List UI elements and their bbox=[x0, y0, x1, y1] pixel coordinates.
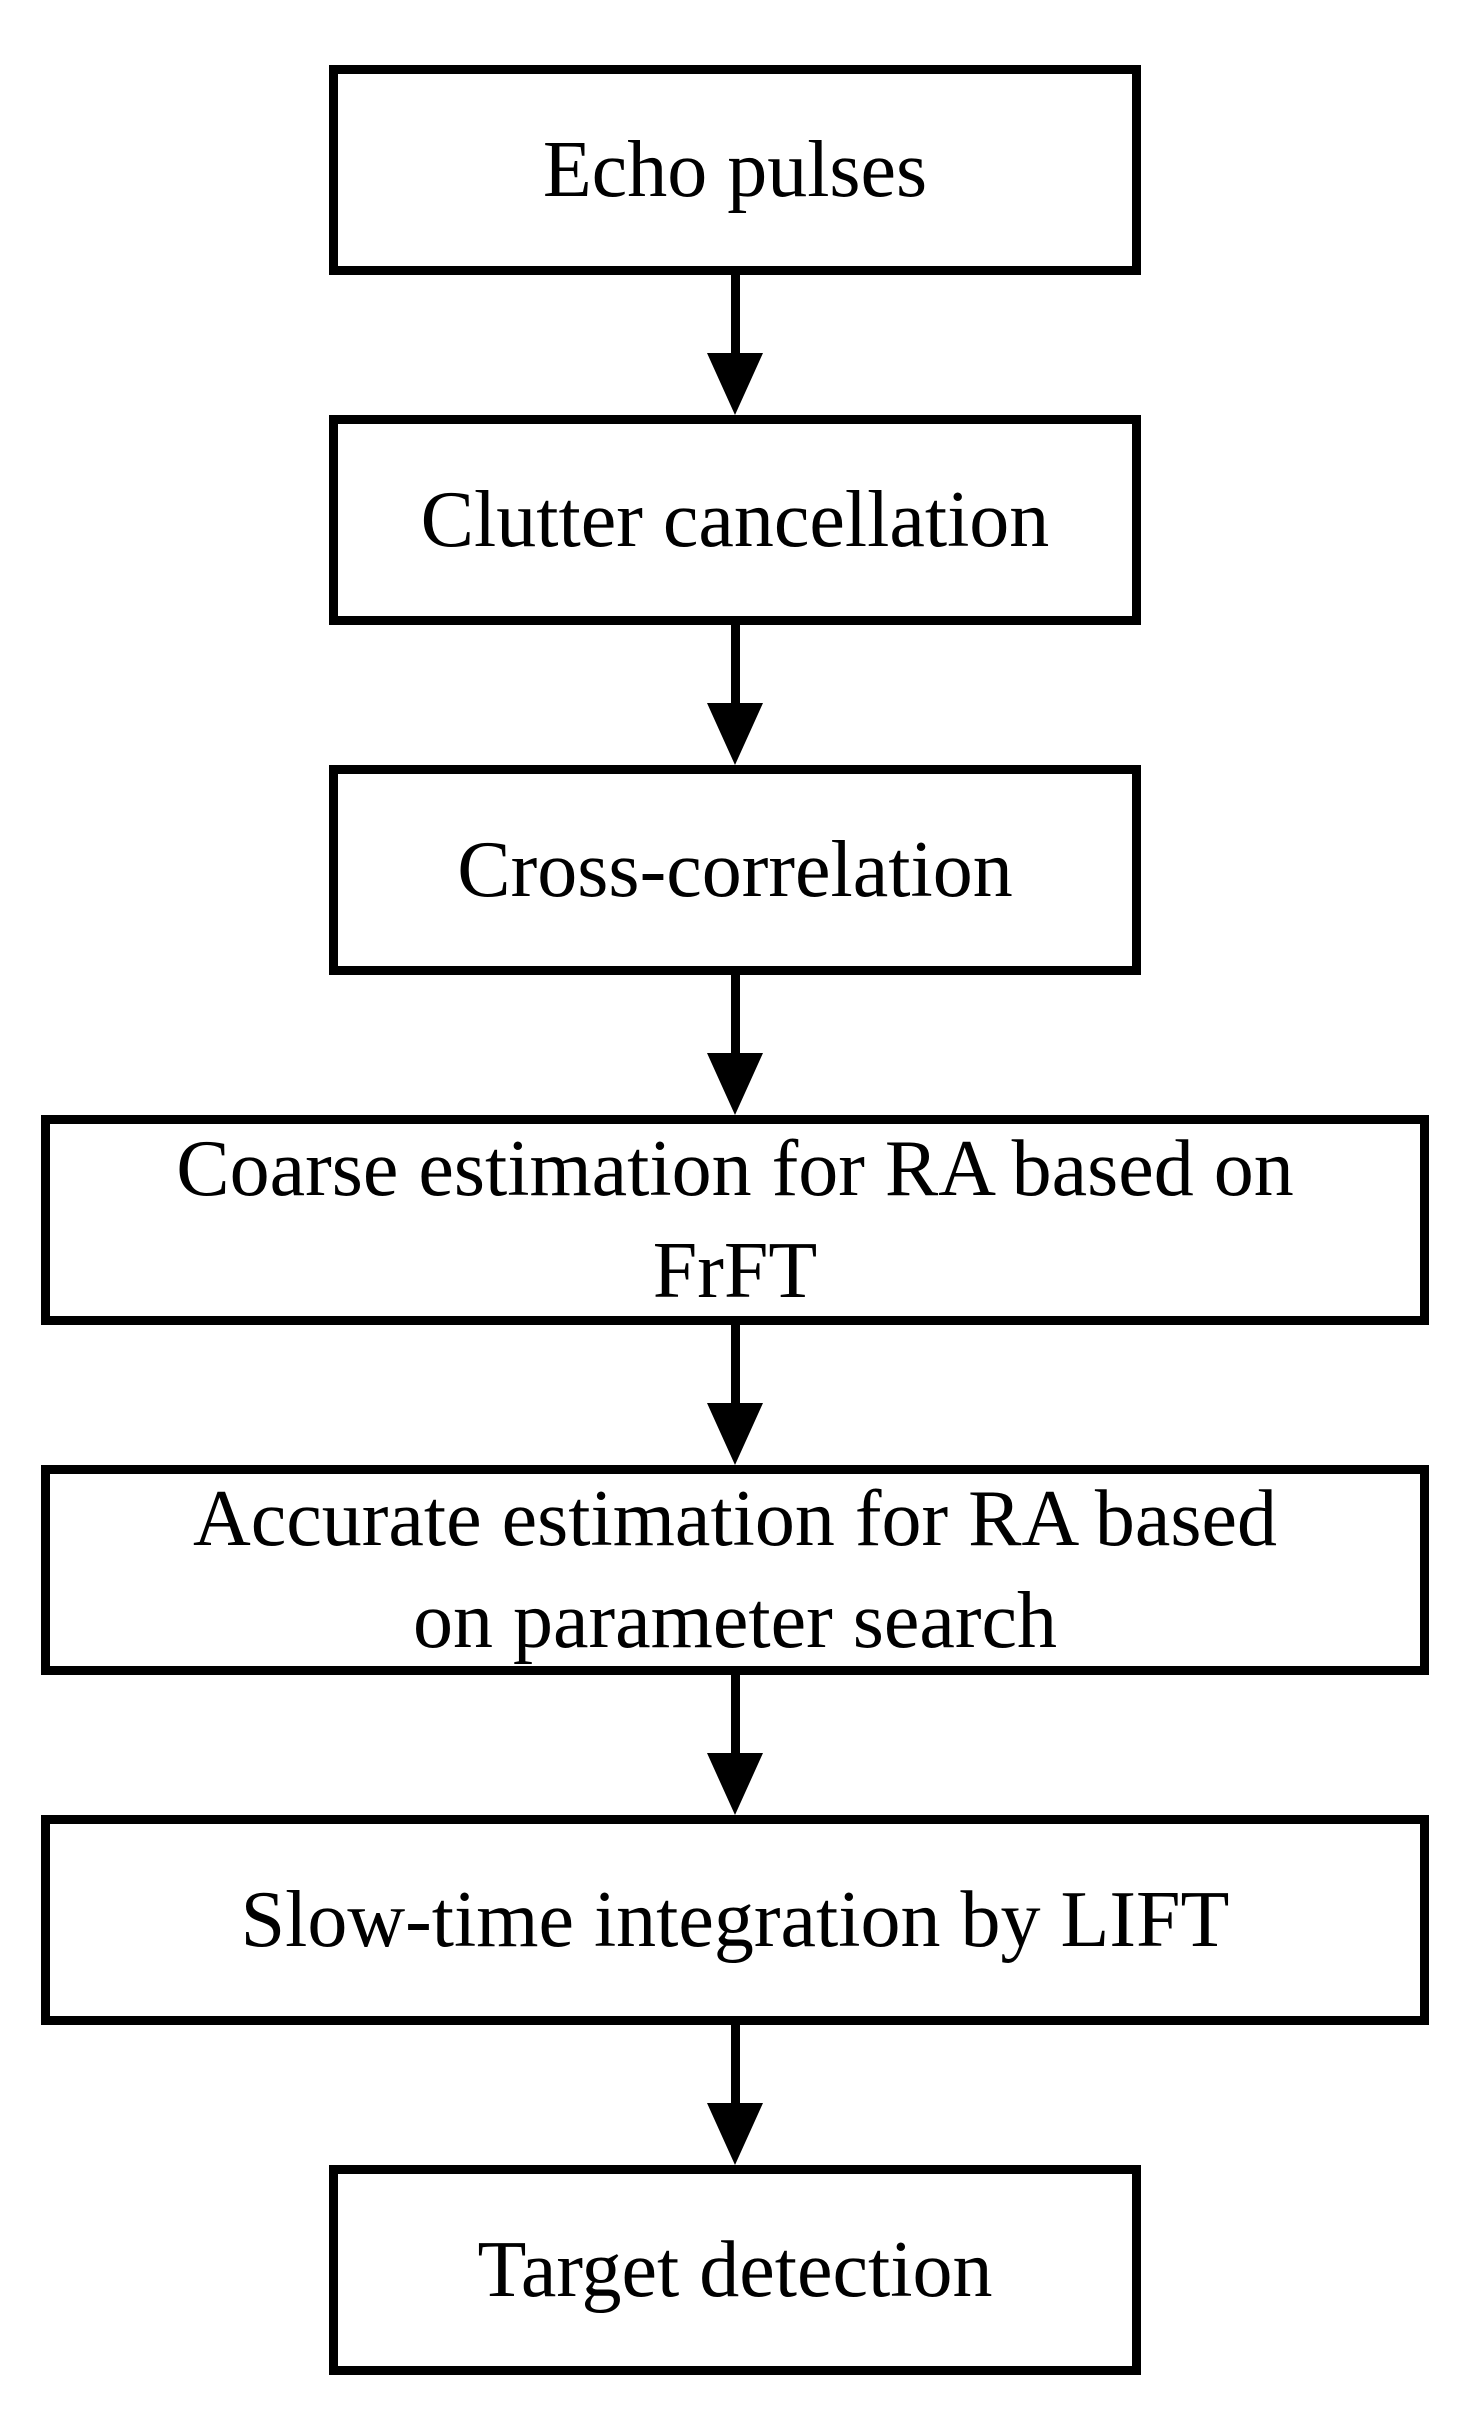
arrow-stem bbox=[730, 1325, 740, 1403]
arrow-down-icon bbox=[707, 275, 763, 415]
node-clutter-cancellation: Clutter cancellation bbox=[329, 415, 1141, 625]
arrow-stem bbox=[730, 975, 740, 1053]
node-label: Clutter cancellation bbox=[420, 475, 1050, 564]
node-label: Slow-time integration by LIFT bbox=[240, 1875, 1230, 1964]
node-label: Echo pulses bbox=[542, 125, 928, 214]
arrow-stem bbox=[730, 275, 740, 353]
node-target-detection: Target detection bbox=[329, 2165, 1141, 2375]
node-echo-pulses: Echo pulses bbox=[329, 65, 1141, 275]
arrow-down-icon bbox=[707, 1675, 763, 1815]
arrow-head bbox=[707, 2103, 763, 2165]
arrow-down-icon bbox=[707, 625, 763, 765]
arrow-head bbox=[707, 353, 763, 415]
arrow-down-icon bbox=[707, 2025, 763, 2165]
arrow-head bbox=[707, 1053, 763, 1115]
node-label: Accurate estimation for RA based on para… bbox=[192, 1474, 1278, 1665]
node-label: Target detection bbox=[477, 2225, 993, 2314]
node-slow-time-integration: Slow-time integration by LIFT bbox=[41, 1815, 1429, 2025]
node-cross-correlation: Cross-correlation bbox=[329, 765, 1141, 975]
arrow-down-icon bbox=[707, 1325, 763, 1465]
node-accurate-estimation: Accurate estimation for RA based on para… bbox=[41, 1465, 1429, 1675]
node-label: Cross-correlation bbox=[457, 825, 1013, 914]
arrow-stem bbox=[730, 625, 740, 703]
arrow-head bbox=[707, 1753, 763, 1815]
arrow-head bbox=[707, 1403, 763, 1465]
arrow-stem bbox=[730, 2025, 740, 2103]
arrow-stem bbox=[730, 1675, 740, 1753]
node-coarse-estimation: Coarse estimation for RA based on FrFT bbox=[41, 1115, 1429, 1325]
node-label: Coarse estimation for RA based on FrFT bbox=[176, 1124, 1294, 1315]
arrow-down-icon bbox=[707, 975, 763, 1115]
arrow-head bbox=[707, 703, 763, 765]
